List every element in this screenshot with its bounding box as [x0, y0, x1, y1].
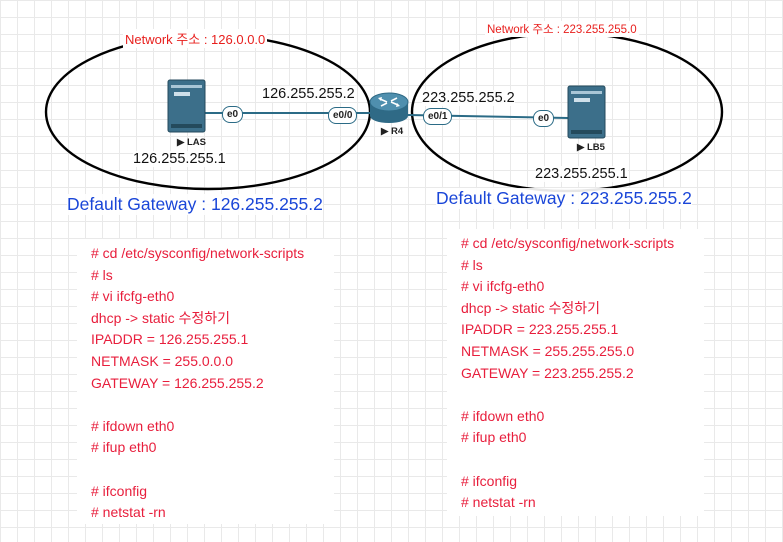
router-r4-icon: [369, 92, 409, 123]
lb5-interface-e0: e0: [533, 110, 555, 127]
command-line: IPADDR = 126.255.255.1: [91, 331, 249, 348]
right-default-gateway: Default Gateway : 223.255.255.2: [436, 188, 692, 209]
command-line: [91, 459, 334, 481]
r4-left-ip: 126.255.255.2: [262, 86, 355, 102]
command-line: GATEWAY = 223.255.255.2: [461, 364, 634, 381]
command-line: NETMASK = 255.255.255.0: [461, 342, 635, 359]
command-line: # ifdown eth0: [91, 417, 175, 434]
command-line: # ifconfig: [461, 472, 518, 489]
play-triangle-icon: ▶: [577, 142, 587, 153]
command-line: # netstat -rn: [91, 504, 166, 521]
left-command-box: # cd /etc/sysconfig/network-scripts # ls…: [77, 239, 334, 524]
command-line: # vi ifcfg-eth0: [461, 278, 545, 295]
las-node-label: ▶ LAS: [177, 137, 206, 148]
right-network-label: Network 주소 : 223.255.255.0: [485, 21, 639, 37]
r4-interface-e0-0: e0/0: [328, 107, 358, 124]
command-line: # ifup eth0: [91, 439, 157, 456]
left-network-label: Network 주소 : 126.0.0.0: [123, 29, 268, 48]
left-default-gateway: Default Gateway : 126.255.255.2: [67, 194, 323, 215]
play-triangle-icon: ▶: [177, 137, 187, 148]
command-line: [461, 384, 704, 406]
command-line: [461, 449, 704, 471]
command-line: [91, 394, 334, 416]
play-triangle-icon: ▶: [381, 126, 391, 137]
command-line: dhcp -> static 수정하기: [461, 299, 601, 316]
lb5-server-icon: [567, 85, 606, 139]
command-line: # cd /etc/sysconfig/network-scripts: [91, 245, 305, 261]
command-line: # ls: [91, 266, 113, 283]
lb5-ip: 223.255.255.1: [535, 166, 628, 182]
command-line: IPADDR = 223.255.255.1: [461, 321, 619, 338]
lb5-node-label: ▶ LB5: [577, 142, 605, 153]
command-line: # netstat -rn: [461, 494, 536, 511]
las-server-icon: [167, 79, 206, 133]
command-line: # ifconfig: [91, 482, 148, 499]
las-name: LAS: [186, 137, 206, 148]
lb5-name: LB5: [586, 142, 605, 153]
las-ip: 126.255.255.1: [133, 151, 226, 167]
right-command-box: # cd /etc/sysconfig/network-scripts # ls…: [447, 229, 704, 516]
command-line: # vi ifcfg-eth0: [91, 288, 175, 305]
r4-right-ip: 223.255.255.2: [422, 90, 515, 106]
command-line: NETMASK = 255.0.0.0: [91, 352, 234, 369]
command-line: # cd /etc/sysconfig/network-scripts: [461, 235, 675, 251]
command-line: # ls: [461, 256, 483, 273]
las-interface-e0: e0: [222, 106, 244, 123]
r4-interface-e0-1: e0/1: [423, 108, 453, 125]
command-line: # ifdown eth0: [461, 407, 545, 424]
command-line: GATEWAY = 126.255.255.2: [91, 374, 264, 391]
command-line: dhcp -> static 수정하기: [91, 309, 231, 326]
command-line: # ifup eth0: [461, 429, 527, 446]
r4-name: R4: [390, 126, 404, 137]
r4-node-label: ▶ R4: [381, 126, 403, 137]
